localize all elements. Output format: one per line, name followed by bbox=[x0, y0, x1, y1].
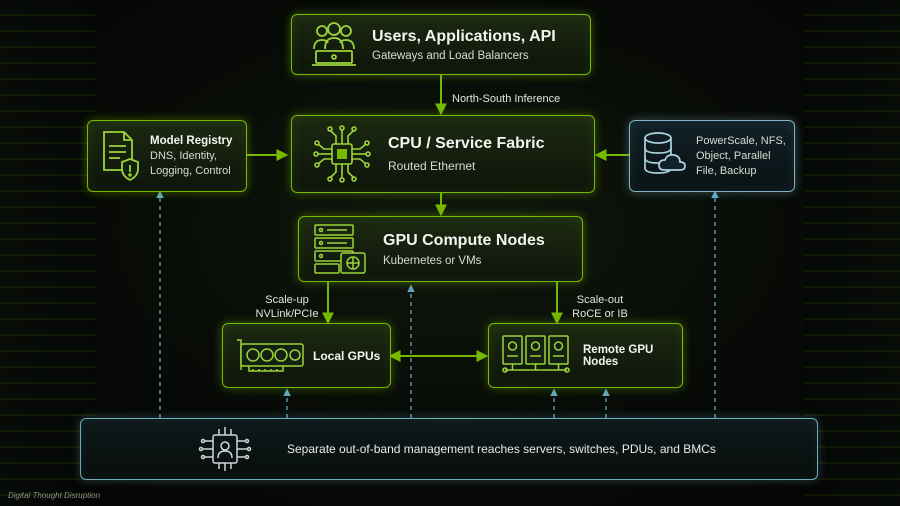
scale-up-line-1: Scale-up bbox=[265, 294, 309, 306]
remote-gpu-nodes-node: Remote GPU Nodes bbox=[488, 323, 683, 388]
remote-gpus-title: Remote GPU Nodes bbox=[583, 343, 654, 368]
storage-line-2: Object, Parallel bbox=[696, 149, 771, 162]
storage-node: PowerScale, NFS, Object, Parallel File, … bbox=[629, 120, 795, 192]
management-chip-icon bbox=[198, 427, 252, 471]
scale-out-label: Scale-out RoCE or IB bbox=[568, 293, 632, 321]
storage-line-1: PowerScale, NFS, bbox=[696, 134, 786, 147]
model-registry-node: Model Registry DNS, Identity, Logging, C… bbox=[87, 120, 247, 192]
registry-line-1: DNS, Identity, bbox=[150, 149, 218, 162]
users-subtitle: Gateways and Load Balancers bbox=[372, 49, 529, 62]
database-cloud-icon bbox=[644, 132, 686, 174]
cpu-service-fabric-node: CPU / Service Fabric Routed Ethernet bbox=[291, 115, 595, 193]
gpu-compute-nodes-node: GPU Compute Nodes Kubernetes or VMs bbox=[298, 216, 583, 282]
registry-line-2: Logging, Control bbox=[150, 164, 231, 177]
users-laptop-icon bbox=[312, 21, 356, 66]
out-of-band-management-bar: Separate out-of-band management reaches … bbox=[80, 418, 818, 480]
scale-out-line-2: RoCE or IB bbox=[572, 308, 628, 320]
local-gpus-node: Local GPUs bbox=[222, 323, 391, 388]
registry-title: Model Registry bbox=[150, 134, 233, 147]
gpu-servers-icon bbox=[502, 334, 570, 373]
server-rack-icon bbox=[314, 224, 366, 274]
server-rack-background-left bbox=[0, 0, 95, 506]
gpu-card-icon bbox=[237, 338, 304, 372]
fabric-title: CPU / Service Fabric bbox=[388, 135, 545, 152]
oob-text: Separate out-of-band management reaches … bbox=[287, 442, 716, 456]
cpu-chip-icon bbox=[313, 125, 371, 183]
users-title: Users, Applications, API bbox=[372, 27, 556, 45]
scale-up-label: Scale-up NVLink/PCIe bbox=[250, 293, 324, 321]
scale-out-line-1: Scale-out bbox=[576, 294, 624, 306]
north-south-label: North-South Inference bbox=[452, 93, 561, 105]
scale-up-line-2: NVLink/PCIe bbox=[255, 308, 319, 320]
fabric-subtitle: Routed Ethernet bbox=[388, 159, 476, 173]
server-rack-background-right bbox=[805, 0, 900, 506]
local-gpus-title: Local GPUs bbox=[313, 348, 381, 363]
watermark: Digital Thought Disruption bbox=[8, 491, 101, 500]
users-applications-node: Users, Applications, API Gateways and Lo… bbox=[291, 14, 591, 75]
gpu-nodes-title: GPU Compute Nodes bbox=[383, 231, 545, 249]
storage-line-3: File, Backup bbox=[696, 164, 757, 177]
document-shield-icon bbox=[103, 131, 139, 182]
gpu-nodes-subtitle: Kubernetes or VMs bbox=[383, 254, 482, 267]
